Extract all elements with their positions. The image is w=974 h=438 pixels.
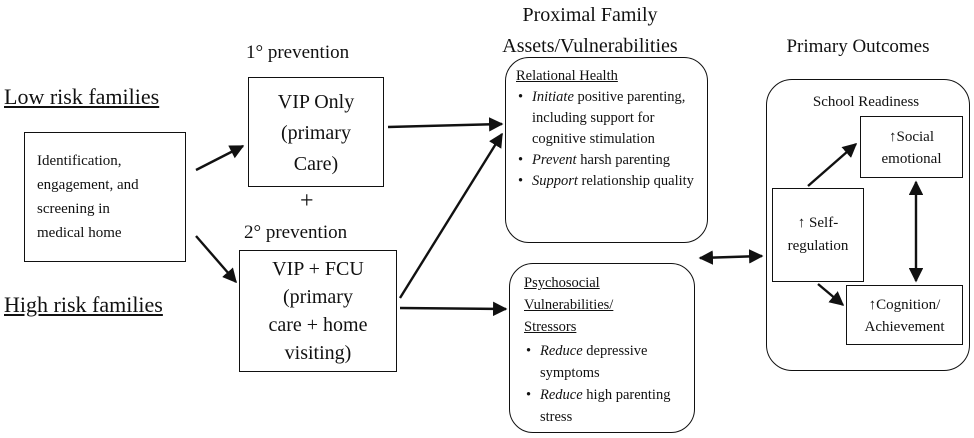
list-item: Reduce high parenting stress — [524, 384, 688, 428]
arrow-vip-fcu-to-psychosocial — [399, 301, 508, 317]
plus-sign: + — [300, 188, 314, 214]
proximal-title: Proximal Family Assets/Vulnerabilities — [502, 4, 678, 57]
vip-only-box: VIP Only (primary Care) — [248, 77, 384, 187]
social-emotional-box: ↑Social emotional — [860, 116, 963, 178]
secondary-prevention-label: 2° prevention — [244, 222, 348, 243]
arrow-selfreg-to-cognition — [817, 283, 845, 306]
primary-outcomes-title: Primary Outcomes — [786, 36, 930, 57]
arrow-vip-fcu-to-relational — [398, 132, 504, 299]
psychosocial-box: Psychosocial Vulnerabilities/ Stressors … — [509, 263, 695, 433]
primary-prevention-label: 1° prevention — [246, 42, 350, 63]
high-risk-label: High risk families — [4, 292, 163, 317]
school-readiness-label: School Readiness — [812, 94, 920, 110]
low-risk-label: Low risk families — [4, 84, 160, 109]
self-regulation-box: ↑ Self- regulation — [772, 188, 864, 282]
arrow-selfreg-to-social — [807, 143, 858, 187]
cognition-box: ↑Cognition/ Achievement — [846, 285, 963, 345]
relational-health-box: Relational Health Initiate positive pare… — [505, 57, 708, 243]
list-item: Initiate positive parenting, including s… — [516, 87, 701, 150]
list-item: Prevent harsh parenting — [516, 150, 701, 171]
psychosocial-heading: Psychosocial Vulnerabilities/ Stressors — [524, 275, 614, 335]
relational-health-heading: Relational Health — [516, 68, 618, 84]
arrow-vip-only-to-relational — [387, 117, 504, 132]
arrow-assets-outcomes-bidirectional — [698, 249, 764, 265]
list-item: Reduce depressive symptoms — [524, 340, 688, 384]
vip-fcu-box: VIP + FCU (primary care + home visiting) — [239, 250, 397, 372]
list-item: Support relationship quality — [516, 171, 701, 192]
arrow-id-to-vip-only — [195, 144, 245, 172]
identification-box: Identification, engagement, and screenin… — [24, 132, 186, 262]
arrow-id-to-vip-fcu — [195, 235, 237, 284]
